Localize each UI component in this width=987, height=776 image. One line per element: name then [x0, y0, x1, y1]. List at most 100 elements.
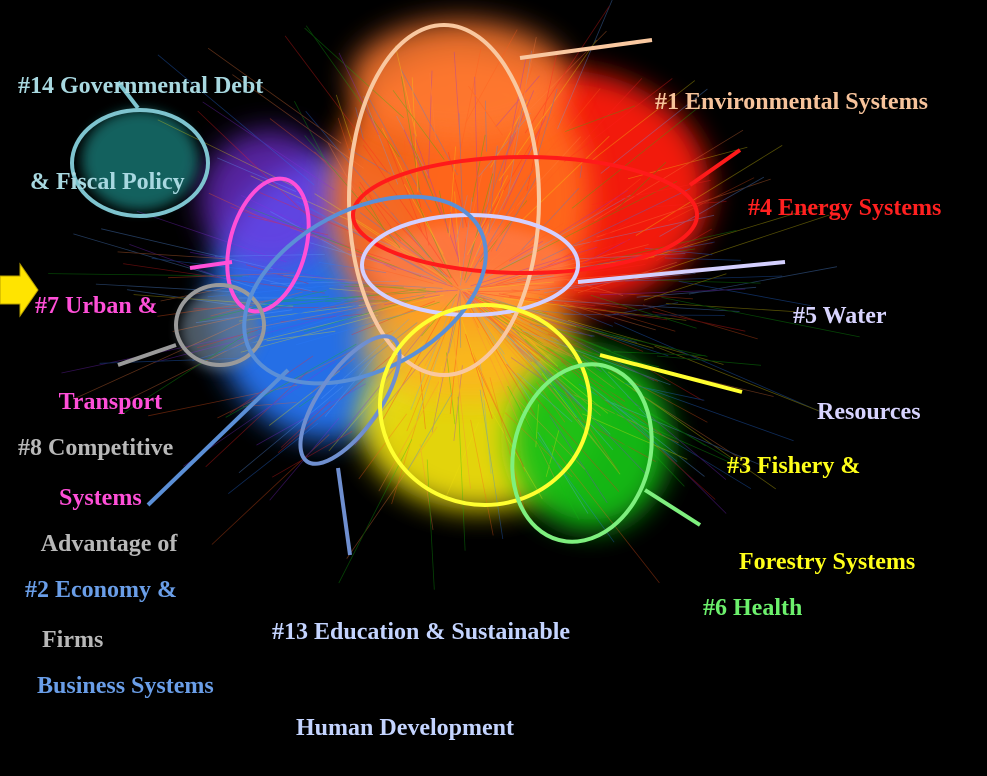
leader-c8 [117, 343, 177, 367]
network-edge [400, 68, 458, 175]
network-edge [462, 238, 466, 280]
network-edge [196, 327, 264, 349]
network-edge [542, 299, 740, 312]
network-edge [602, 386, 740, 465]
network-edge [505, 329, 611, 435]
network-edge [503, 330, 587, 433]
network-edge [392, 89, 445, 160]
network-edge [474, 76, 479, 230]
network-edge [157, 119, 293, 187]
network-edge [488, 313, 578, 421]
network-edge [461, 319, 481, 378]
network-edge [199, 290, 327, 322]
label-c14: #14 Governmental Debt & Fiscal Policy [18, 6, 263, 230]
network-edge [455, 195, 468, 243]
network-edge [261, 295, 330, 304]
network-edge [478, 390, 543, 499]
network-edge [529, 323, 595, 337]
network-edge [633, 214, 830, 280]
network-edge [599, 365, 649, 418]
network-edge [306, 205, 366, 239]
network-edge [522, 114, 555, 161]
label-c8-line1: #8 Competitive [18, 435, 174, 461]
network-edge [266, 330, 336, 342]
network-edge [314, 193, 418, 259]
network-edge [518, 88, 601, 188]
network-edge [379, 289, 458, 295]
network-edge [378, 369, 447, 492]
network-edge [505, 134, 591, 225]
network-edge [652, 311, 746, 332]
leader-lines [116, 38, 786, 556]
network-edge [524, 339, 635, 439]
network-edge [487, 66, 533, 206]
network-edge [470, 189, 504, 268]
ring-c8 [174, 283, 266, 367]
network-edge [479, 359, 492, 474]
network-edge [507, 385, 580, 521]
network-edge [635, 145, 783, 236]
network-edge [556, 189, 628, 236]
network-edge [512, 327, 578, 394]
network-edge [551, 445, 660, 584]
network-edge [252, 294, 444, 344]
network-edge [527, 242, 713, 274]
network-edge [337, 117, 352, 158]
network-edge [349, 217, 446, 280]
network-edge [564, 303, 656, 331]
network-edge [570, 398, 639, 457]
network-edge [567, 319, 724, 365]
network-edge [497, 313, 622, 398]
network-edge [571, 253, 686, 260]
network-edge [120, 331, 250, 416]
network-edge [506, 363, 620, 492]
leader-c4 [688, 148, 742, 187]
network-edge [296, 201, 424, 271]
arrow-right-icon [0, 262, 39, 318]
network-edge [246, 291, 441, 330]
network-edge [232, 74, 364, 169]
network-edge [459, 290, 462, 348]
network-edge [546, 370, 649, 477]
network-edge [644, 247, 713, 256]
ring-c6 [510, 362, 654, 544]
network-edge [257, 288, 426, 310]
network-edge [533, 273, 696, 291]
network-edge [547, 221, 631, 267]
network-edge [535, 344, 706, 447]
network-edge [429, 73, 436, 141]
network-edge [563, 78, 673, 163]
network-edge [498, 180, 678, 271]
network-edge [476, 290, 541, 292]
network-edge [642, 304, 758, 340]
network-edge [537, 437, 615, 543]
network-edge [462, 171, 483, 253]
network-edge [453, 365, 463, 441]
network-edge [612, 400, 727, 514]
leader-c13 [336, 467, 352, 556]
network-edge [269, 118, 395, 215]
network-edge [305, 111, 430, 258]
network-edge [469, 297, 567, 376]
network-edge [486, 337, 555, 478]
network-edge [541, 188, 691, 261]
label-c5-line2: Resources [793, 399, 921, 425]
network-edge [632, 389, 750, 465]
label-c7: #7 Urban & Transport Systems [35, 226, 162, 546]
network-edge [240, 314, 379, 353]
network-edge [294, 101, 324, 158]
network-edge [469, 218, 505, 268]
network-edge [257, 277, 312, 292]
network-edge [346, 426, 438, 559]
network-edge [478, 312, 547, 371]
network-edge [599, 288, 746, 296]
network-edge [403, 129, 443, 218]
network-edge [189, 251, 364, 286]
network-edge [126, 332, 264, 401]
network-edge [338, 52, 379, 136]
network-edge [615, 161, 667, 211]
leader-c3 [599, 353, 743, 394]
network-edge [516, 372, 573, 423]
network-edge [160, 285, 237, 302]
network-edge [151, 258, 338, 281]
